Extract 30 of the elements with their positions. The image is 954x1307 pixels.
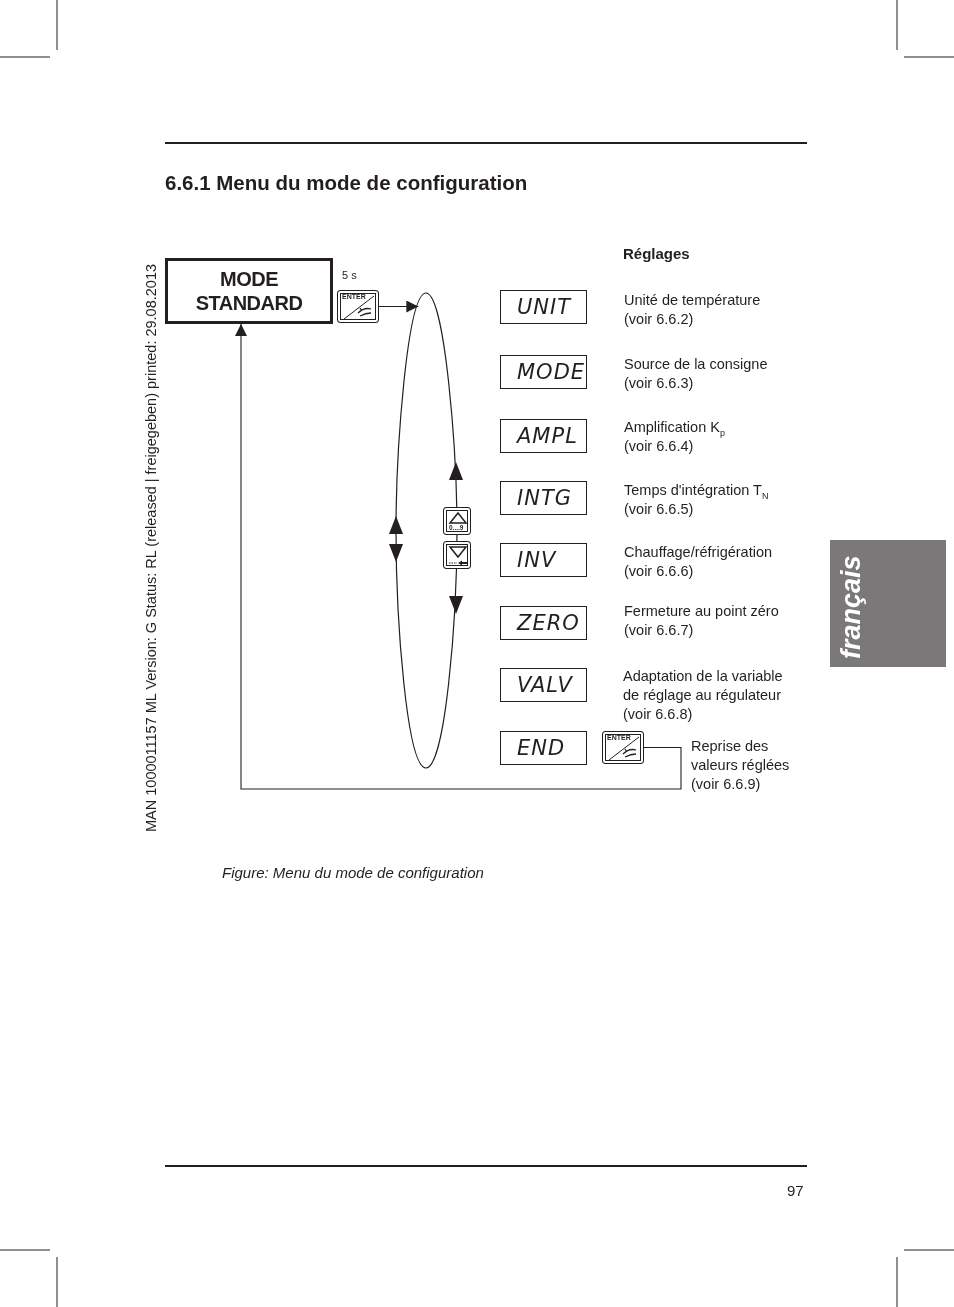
arrow	[235, 323, 682, 790]
mode-box	[165, 258, 333, 324]
display-box	[500, 668, 587, 702]
section-heading: 6.6.1 Menu du mode de configuration	[165, 171, 528, 195]
setting-description: Unité de température (voir 6.6.2)	[624, 291, 762, 329]
display-readout: END	[517, 736, 566, 760]
page-number: 97	[787, 1182, 804, 1199]
up-key	[443, 507, 471, 535]
setting-description: Temps d'intégration T$_{N}$ (voir 6.6.5)	[624, 481, 770, 519]
figure-caption: Figure: Menu du mode de configuration	[222, 864, 484, 881]
display-readout: INTG	[517, 486, 572, 510]
setting-description: Chauffage/réfrigération (voir 6.6.6)	[624, 543, 774, 581]
display-readout: UNIT	[517, 295, 572, 319]
display-box	[500, 731, 587, 765]
column-heading: Réglages	[623, 245, 690, 262]
arrow	[378, 300, 419, 313]
display-readout: ZERO	[517, 611, 580, 635]
down-key	[443, 541, 471, 569]
setting-description: Adaptation de la variable de réglage au régulateur (voir 6.6.8)	[623, 667, 784, 724]
display-readout: INV	[517, 548, 557, 572]
tab-label: français	[836, 555, 866, 659]
setting-description: Reprise des valeurs réglées (voir 6.6.9)	[691, 737, 791, 794]
setting-description: Source de la consigne (voir 6.6.3)	[624, 355, 769, 393]
duration-label: 5 s	[342, 269, 357, 281]
display-readout: MODE	[517, 360, 586, 384]
display-readout: AMPL	[517, 424, 578, 448]
setting-description: Amplification K$_{p}$ (voir 6.6.4)	[624, 418, 726, 456]
setting-description: Fermeture au point zéro (voir 6.6.7)	[624, 602, 780, 640]
display-readout: VALV	[517, 673, 573, 697]
mode-label: MODE STANDARD	[194, 267, 304, 315]
